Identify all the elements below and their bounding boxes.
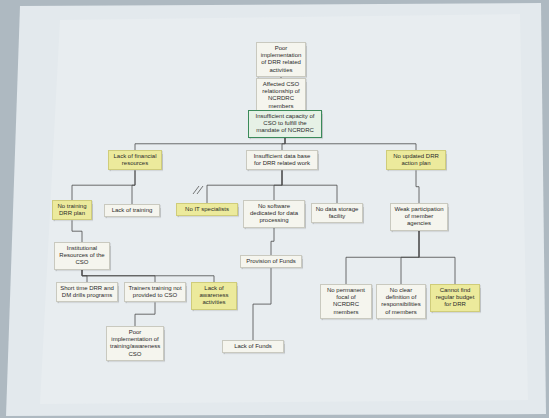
tree-connector bbox=[282, 138, 285, 150]
tree-connector bbox=[285, 138, 416, 150]
card-text: Lack of training bbox=[108, 207, 156, 214]
tree-connector bbox=[207, 170, 282, 203]
card-text: Insufficient capacity of CSO to fulfill … bbox=[252, 113, 318, 135]
card-text: Insufficient data base for DRR related w… bbox=[250, 153, 314, 167]
tree-connector bbox=[253, 268, 271, 340]
problem-card: No clear definition of responsibilities … bbox=[376, 284, 426, 319]
problem-card: Trainers training not provided to CSO bbox=[124, 282, 186, 302]
tree-connector bbox=[135, 302, 155, 326]
card-text: Poor implementation of DRR related activ… bbox=[260, 45, 302, 74]
card-text: No updated DRR action plan bbox=[390, 153, 442, 167]
card-text: Affected CSO relationship of NCRDRC memb… bbox=[260, 81, 302, 110]
tree-connector bbox=[82, 270, 214, 282]
problem-card: Insufficient capacity of CSO to fulfill … bbox=[248, 110, 322, 138]
card-text: Poor implementation of training/awarenes… bbox=[110, 329, 160, 358]
tree-connector bbox=[72, 170, 135, 200]
card-text: Lack of Funds bbox=[226, 343, 280, 350]
card-text: No training DRR plan bbox=[56, 203, 88, 217]
card-text: No clear definition of responsibilities … bbox=[380, 287, 422, 316]
problem-card: No data storage facility bbox=[311, 203, 363, 223]
card-text: Provision of Funds bbox=[244, 258, 298, 265]
tree-connector bbox=[401, 231, 419, 284]
card-text: Lack of awareness activities bbox=[195, 285, 233, 307]
problem-card: Weak participation of member agencies bbox=[390, 203, 448, 231]
card-text: Institutional Resources of the CSO bbox=[58, 245, 106, 267]
tree-connector bbox=[72, 220, 82, 242]
break-mark bbox=[197, 186, 203, 194]
tree-connector bbox=[282, 170, 337, 203]
card-text: Short time DRR and DM drills programs bbox=[60, 285, 114, 299]
problem-card: Institutional Resources of the CSO bbox=[54, 242, 110, 270]
card-text: No software dedicated for data processin… bbox=[247, 203, 301, 225]
problem-card: Cannot find regular budget for DRR bbox=[430, 284, 480, 312]
problem-card: Poor implementation of training/awarenes… bbox=[106, 326, 164, 361]
problem-card: Lack of training bbox=[104, 204, 160, 217]
tree-connector bbox=[271, 228, 274, 255]
problem-card: No training DRR plan bbox=[52, 200, 92, 220]
problem-card: No IT specialists bbox=[176, 203, 238, 216]
tree-connector bbox=[419, 231, 455, 284]
card-text: Lack of financial resources bbox=[112, 153, 158, 167]
card-text: Trainers training not provided to CSO bbox=[128, 285, 182, 299]
problem-card: No software dedicated for data processin… bbox=[243, 200, 305, 228]
tree-connector bbox=[346, 231, 419, 284]
problem-card: Provision of Funds bbox=[240, 255, 302, 268]
card-text: No IT specialists bbox=[180, 206, 234, 213]
paper-highlight bbox=[40, 14, 528, 404]
tree-connector bbox=[416, 170, 419, 203]
card-text: Weak participation of member agencies bbox=[394, 206, 444, 228]
problem-card: Lack of Funds bbox=[222, 340, 284, 353]
problem-card: Poor implementation of DRR related activ… bbox=[256, 42, 306, 77]
tree-connector bbox=[135, 138, 285, 150]
problem-card: Lack of financial resources bbox=[108, 150, 162, 170]
tree-connector bbox=[132, 170, 135, 204]
problem-card: Affected CSO relationship of NCRDRC memb… bbox=[256, 78, 306, 113]
card-text: Cannot find regular budget for DRR bbox=[434, 287, 476, 309]
problem-card: Insufficient data base for DRR related w… bbox=[246, 150, 318, 170]
tree-connector bbox=[274, 170, 282, 200]
card-text: No permanent focal of NCRDRC members bbox=[324, 287, 368, 316]
problem-card: Short time DRR and DM drills programs bbox=[56, 282, 118, 302]
problem-card: No updated DRR action plan bbox=[386, 150, 446, 170]
card-text: No data storage facility bbox=[315, 206, 359, 220]
problem-card: No permanent focal of NCRDRC members bbox=[320, 284, 372, 319]
problem-card: Lack of awareness activities bbox=[191, 282, 237, 310]
paper-sheet bbox=[6, 3, 546, 416]
